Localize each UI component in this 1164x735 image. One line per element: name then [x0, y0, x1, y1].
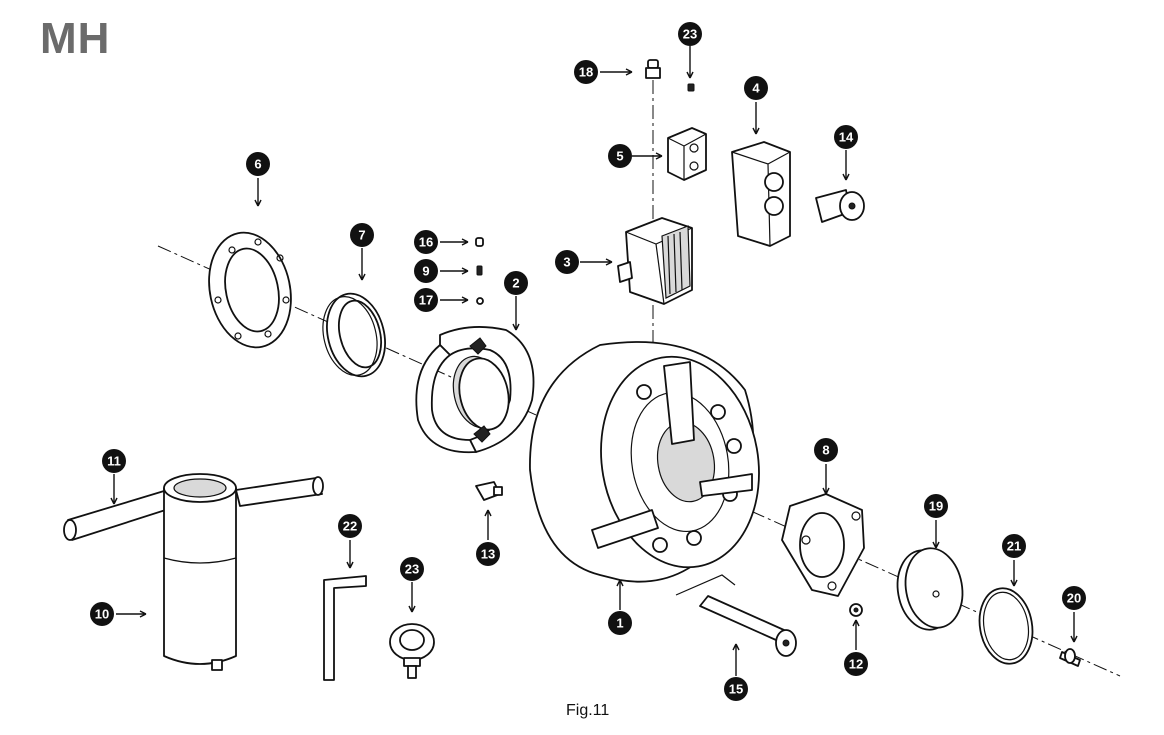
callout-badge: 15 [724, 677, 748, 701]
part-threaded-ring [322, 292, 386, 378]
callout-badge: 11 [102, 449, 126, 473]
part-grease-nipple [645, 59, 661, 79]
part-small-pin [475, 237, 484, 247]
diagram-title: MH [40, 14, 111, 63]
part-cap-screw [815, 189, 865, 223]
callout-label: 9 [422, 264, 429, 279]
part-t-handle-wrench [63, 473, 324, 671]
callout-badge: 8 [814, 438, 838, 462]
callout-badge: 5 [608, 144, 632, 168]
callout-label: 2 [512, 276, 519, 291]
callout-badge: 4 [744, 76, 768, 100]
callout-label: 3 [563, 255, 570, 270]
callout-badge: 16 [414, 230, 438, 254]
callout-label: 1 [616, 616, 623, 631]
callout-label: 20 [1067, 591, 1081, 606]
callout-badge: 6 [246, 152, 270, 176]
part-piston [896, 547, 964, 631]
callout-label: 12 [849, 657, 863, 672]
callout-label: 8 [822, 443, 829, 458]
part-eye-bolt [389, 623, 435, 679]
part-grease-fitting [475, 481, 503, 501]
callout-label: 15 [729, 682, 743, 697]
part-small-cap [687, 83, 695, 92]
callout-label: 13 [481, 547, 495, 562]
callout-label: 14 [839, 130, 854, 145]
callout-badge: 12 [844, 652, 868, 676]
callout-label: 17 [419, 293, 433, 308]
callout-label: 16 [419, 235, 433, 250]
callout-badge: 17 [414, 288, 438, 312]
part-chuck-body [529, 341, 760, 583]
callout-badge: 7 [350, 223, 374, 247]
part-set-screw [476, 265, 483, 276]
callout-label: 6 [254, 157, 261, 172]
callout-badge: 9 [414, 259, 438, 283]
part-jaw-body [617, 217, 693, 305]
figure-caption: Fig.11 [566, 702, 610, 719]
callout-badge: 3 [555, 250, 579, 274]
part-hex-key [323, 575, 367, 681]
callout-label: 11 [107, 454, 121, 469]
leader-arrows [110, 46, 1078, 676]
part-split-bushing [415, 326, 535, 454]
callout-label: 4 [752, 81, 760, 96]
callout-badge: 2 [504, 271, 528, 295]
part-flange-ring [208, 231, 292, 349]
callout-label: 10 [95, 607, 109, 622]
callout-badge: 19 [924, 494, 948, 518]
part-small-ball [476, 297, 484, 305]
part-end-screw [1059, 648, 1081, 667]
callout-label: 7 [358, 228, 365, 243]
part-long-bolt [699, 595, 797, 657]
part-o-ring [978, 587, 1034, 665]
part-jaw-insert [667, 127, 707, 181]
part-small-screw [849, 603, 863, 617]
callout-label: 23 [683, 27, 697, 42]
callout-badge: 21 [1002, 534, 1026, 558]
part-adapter-plate [781, 493, 865, 597]
callout-label: 18 [579, 65, 593, 80]
callout-badge: 23 [400, 557, 424, 581]
callout-label: 22 [343, 519, 357, 534]
callout-badge: 20 [1062, 586, 1086, 610]
callout-label: 21 [1007, 539, 1021, 554]
callout-badge: 10 [90, 602, 114, 626]
callout-label: 19 [929, 499, 943, 514]
callout-badge: 18 [574, 60, 598, 84]
callout-label: 23 [405, 562, 419, 577]
callout-badge: 22 [338, 514, 362, 538]
callout-badge: 1 [608, 611, 632, 635]
part-top-jaw [731, 141, 791, 247]
callout-badge: 14 [834, 125, 858, 149]
callout-label: 5 [616, 149, 623, 164]
bolt-center-line [675, 574, 736, 596]
callout-badge: 23 [678, 22, 702, 46]
callout-badge: 13 [476, 542, 500, 566]
